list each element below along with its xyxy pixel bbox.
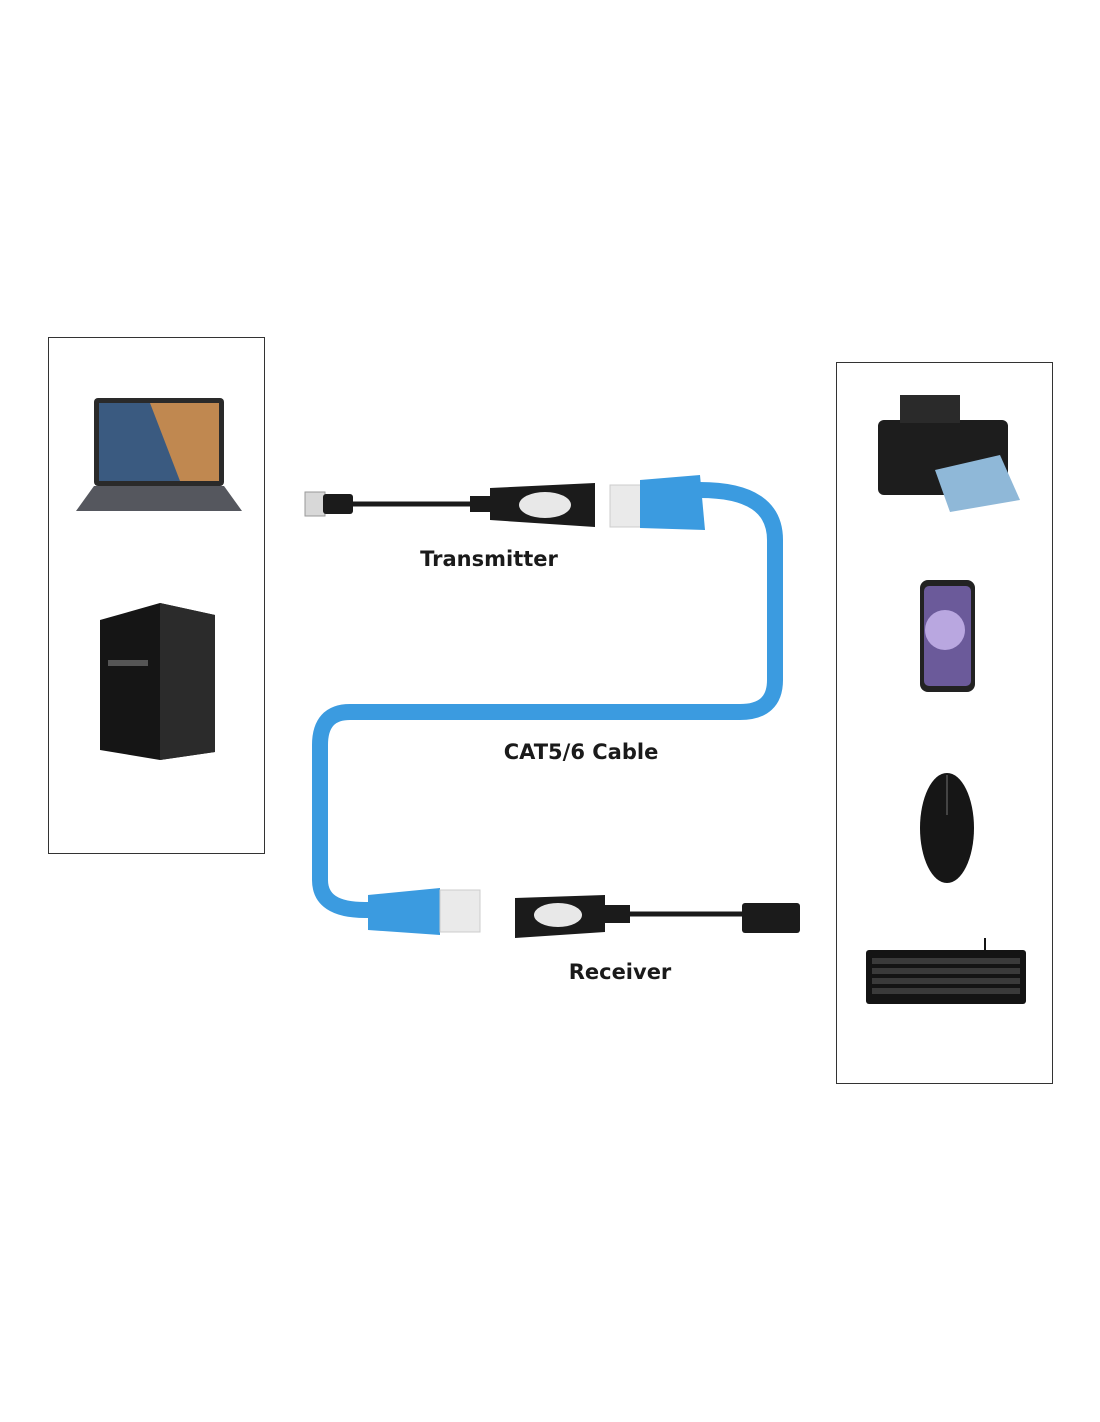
- cat-cable: [312, 482, 783, 918]
- usb-male-plug-icon: [304, 491, 326, 517]
- receiver-label: Receiver: [568, 960, 672, 984]
- rj45-connector-icon: [368, 888, 481, 935]
- transmitter-label: Transmitter: [420, 547, 558, 571]
- keyboard-icon: [866, 938, 1026, 1004]
- printer-icon: [878, 395, 1020, 512]
- smartphone-icon: [920, 580, 975, 692]
- rj45-connector-icon: [609, 475, 705, 530]
- usb-female-plug-icon: [742, 903, 800, 933]
- host-devices-frame: [48, 337, 265, 854]
- peripheral-devices-frame: [836, 362, 1053, 1084]
- receiver-adapter: [515, 895, 800, 938]
- laptop-icon: [76, 398, 242, 511]
- transmitter-adapter: [304, 483, 595, 527]
- desktop-tower-icon: [100, 603, 215, 760]
- cable-label: CAT5/6 Cable: [503, 740, 659, 764]
- mouse-icon: [920, 773, 974, 883]
